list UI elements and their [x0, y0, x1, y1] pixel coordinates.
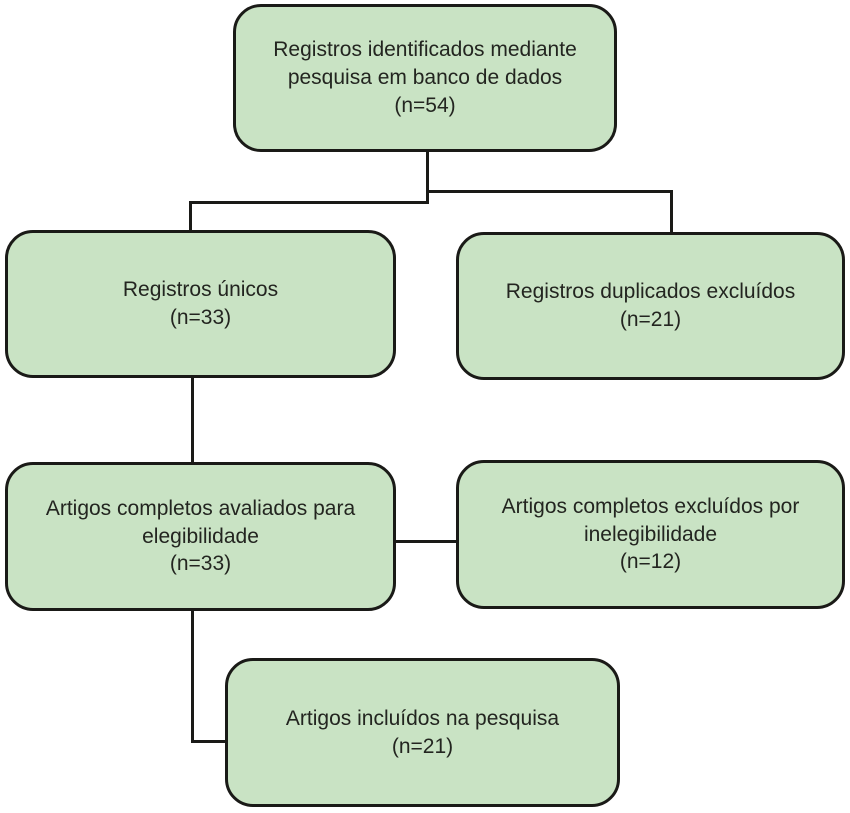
- connector-assessed-to-included-horizontal: [191, 740, 227, 743]
- flow-box-records-identified: Registros identificados mediante pesquis…: [233, 4, 617, 152]
- box-count: (n=21): [619, 308, 682, 331]
- flow-box-unique-records: Registros únicos (n=33): [5, 230, 396, 378]
- box-label: Registros únicos: [122, 278, 279, 302]
- connector-left-branch-vertical: [189, 201, 192, 232]
- box-label: Artigos completos excluídos por inelegib…: [501, 494, 800, 546]
- box-label: Registros duplicados excluídos: [505, 280, 796, 304]
- box-count: (n=33): [169, 552, 232, 576]
- connector-right-branch-horizontal: [426, 190, 673, 193]
- box-count: (n=54): [394, 93, 456, 117]
- flow-box-duplicates-excluded: Registros duplicados excluídos (n=21): [456, 232, 845, 380]
- flow-box-fulltext-assessed: Artigos completos avaliados para elegibi…: [5, 462, 396, 611]
- flow-box-fulltext-excluded: Artigos completos excluídos por inelegib…: [456, 460, 845, 609]
- connector-left-branch-horizontal: [189, 201, 429, 204]
- flow-box-articles-included: Artigos incluídos na pesquisa (n=21): [225, 658, 620, 807]
- box-count: (n=21): [391, 734, 454, 758]
- box-label: Registros identificados mediante pesquis…: [273, 38, 577, 90]
- box-label: Artigos incluídos na pesquisa: [285, 706, 560, 730]
- connector-stem-vertical: [426, 151, 429, 204]
- box-label: Artigos completos avaliados para elegibi…: [45, 496, 356, 548]
- box-count: (n=33): [169, 306, 232, 329]
- connector-unique-to-assessed: [191, 377, 194, 464]
- connector-assessed-to-excluded: [395, 540, 457, 543]
- connector-right-branch-vertical: [670, 190, 673, 234]
- box-count: (n=12): [619, 550, 682, 574]
- connector-assessed-to-included-vertical: [191, 610, 194, 743]
